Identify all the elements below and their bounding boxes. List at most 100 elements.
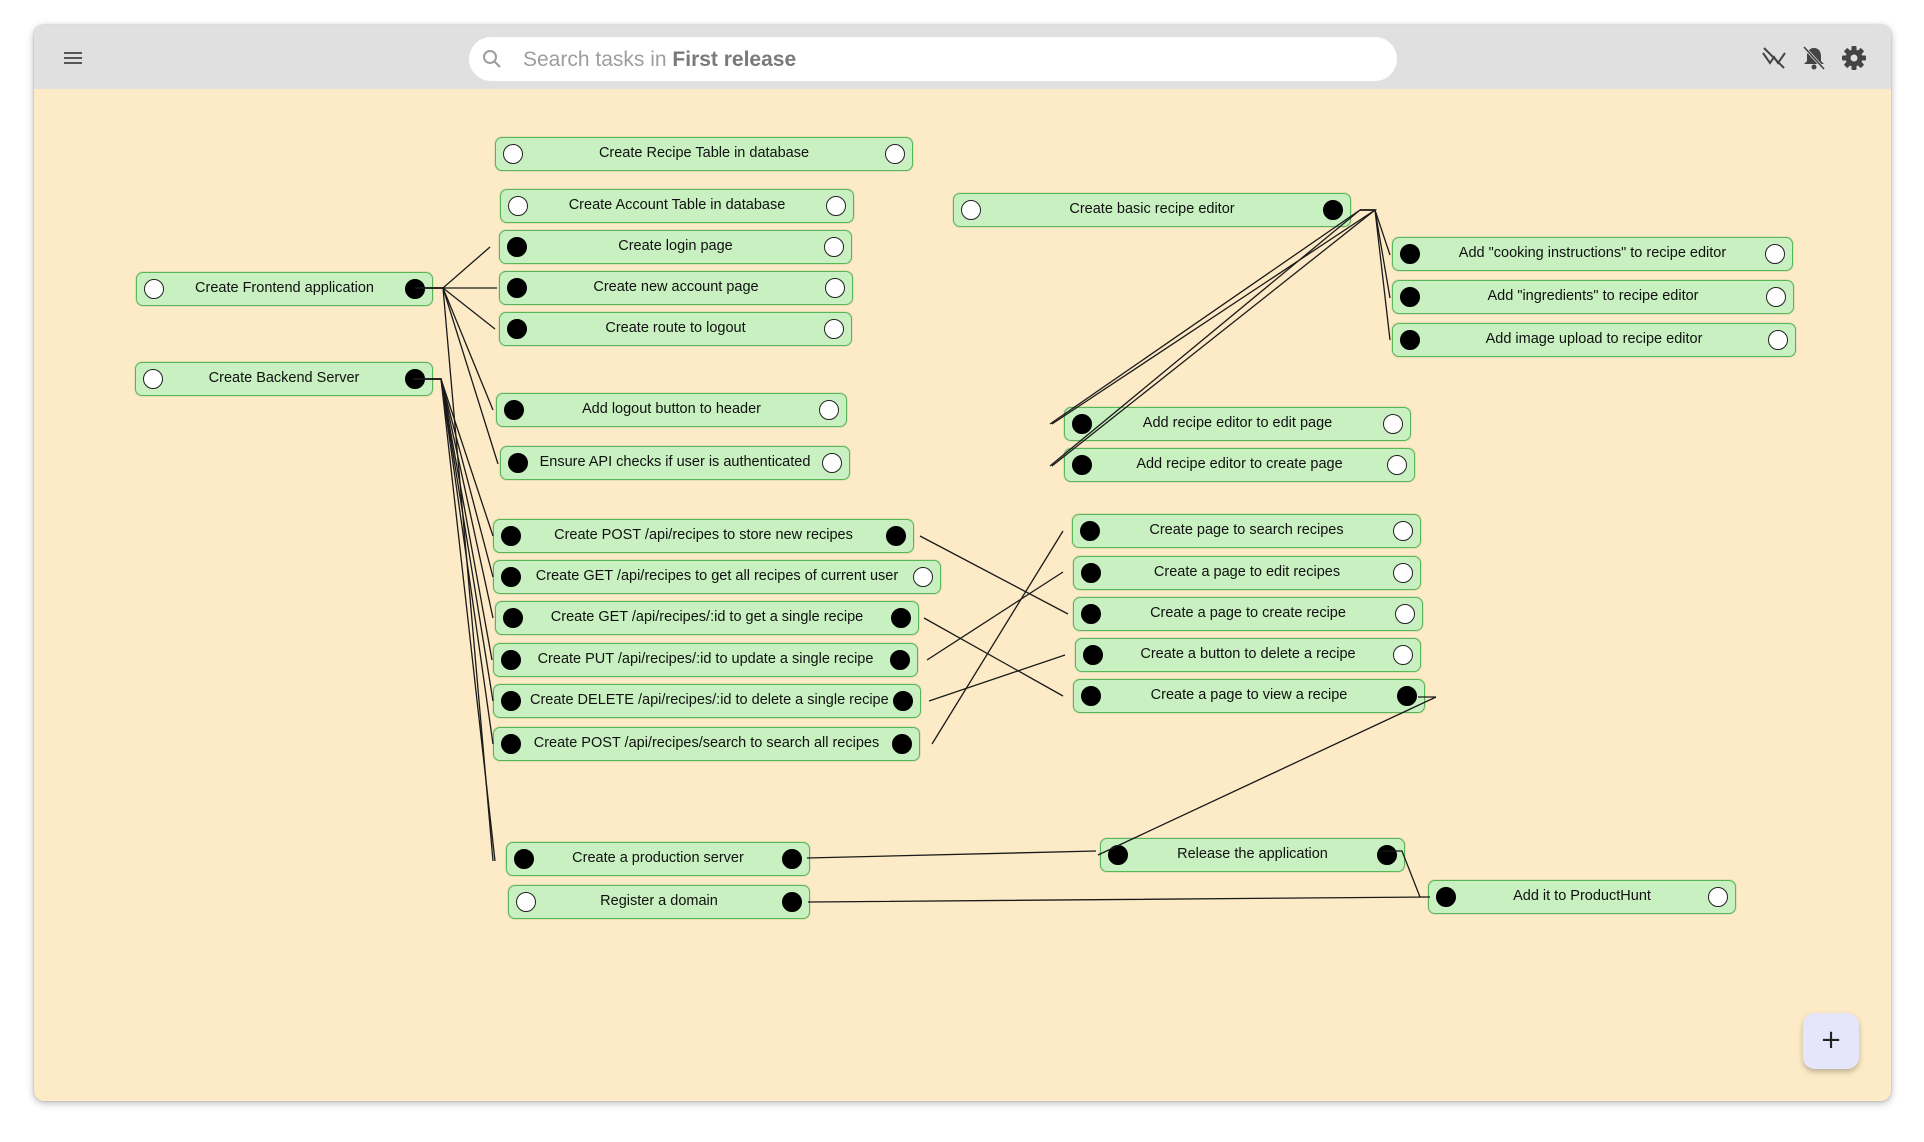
task-node-release[interactable]: Release the application — [1100, 838, 1405, 872]
task-node-prod-server[interactable]: Create a production server — [506, 842, 810, 876]
task-input-port[interactable] — [1081, 604, 1101, 624]
task-input-port[interactable] — [503, 608, 523, 628]
task-node-cooking-instructions[interactable]: Add "cooking instructions" to recipe edi… — [1392, 237, 1793, 271]
task-node-domain[interactable]: Register a domain — [508, 885, 810, 919]
task-output-port[interactable] — [913, 567, 933, 587]
task-input-port[interactable] — [503, 144, 523, 164]
task-input-port[interactable] — [1083, 645, 1103, 665]
task-input-port[interactable] — [507, 278, 527, 298]
task-input-port[interactable] — [504, 400, 524, 420]
task-output-port[interactable] — [1387, 455, 1407, 475]
task-output-port[interactable] — [405, 279, 425, 299]
task-output-port[interactable] — [1766, 287, 1786, 307]
task-input-port[interactable] — [1400, 244, 1420, 264]
task-output-port[interactable] — [1397, 686, 1417, 706]
task-node-editor-create-page[interactable]: Add recipe editor to create page — [1064, 448, 1415, 482]
task-output-port[interactable] — [890, 650, 910, 670]
task-input-port[interactable] — [507, 237, 527, 257]
task-input-port[interactable] — [1072, 455, 1092, 475]
task-input-port[interactable] — [508, 453, 528, 473]
task-output-port[interactable] — [824, 319, 844, 339]
task-input-port[interactable] — [501, 691, 521, 711]
task-input-port[interactable] — [501, 734, 521, 754]
task-node-frontend[interactable]: Create Frontend application — [136, 272, 433, 306]
task-node-ingredients[interactable]: Add "ingredients" to recipe editor — [1392, 280, 1794, 314]
task-label: Add image upload to recipe editor — [1485, 331, 1703, 347]
task-node-put-recipe[interactable]: Create PUT /api/recipes/:id to update a … — [493, 643, 918, 677]
add-task-button[interactable]: + — [1803, 1013, 1859, 1069]
task-output-port[interactable] — [892, 734, 912, 754]
task-node-search-page[interactable]: Create page to search recipes — [1072, 514, 1421, 548]
task-node-view-page[interactable]: Create a page to view a recipe — [1073, 679, 1425, 713]
task-node-route-logout[interactable]: Create route to logout — [499, 312, 852, 346]
task-input-port[interactable] — [508, 196, 528, 216]
task-output-port[interactable] — [1323, 200, 1343, 220]
task-node-delete-recipe[interactable]: Create DELETE /api/recipes/:id to delete… — [493, 684, 921, 718]
task-input-port[interactable] — [1400, 330, 1420, 350]
task-node-account-table[interactable]: Create Account Table in database — [500, 189, 854, 223]
menu-icon[interactable] — [58, 43, 88, 73]
task-output-port[interactable] — [1393, 563, 1413, 583]
task-input-port[interactable] — [1081, 563, 1101, 583]
gear-icon[interactable] — [1840, 44, 1868, 72]
task-node-backend[interactable]: Create Backend Server — [135, 362, 433, 396]
task-input-port[interactable] — [501, 526, 521, 546]
task-output-port[interactable] — [1765, 244, 1785, 264]
task-output-port[interactable] — [822, 453, 842, 473]
task-input-port[interactable] — [516, 892, 536, 912]
task-node-recipe-editor[interactable]: Create basic recipe editor — [953, 193, 1351, 227]
task-input-port[interactable] — [501, 650, 521, 670]
task-output-port[interactable] — [819, 400, 839, 420]
task-node-search-recipes[interactable]: Create POST /api/recipes/search to searc… — [493, 727, 920, 761]
task-input-port[interactable] — [961, 200, 981, 220]
task-input-port[interactable] — [1081, 686, 1101, 706]
task-output-port[interactable] — [886, 526, 906, 546]
task-input-port[interactable] — [144, 279, 164, 299]
task-input-port[interactable] — [1108, 845, 1128, 865]
network-icon[interactable] — [1760, 44, 1788, 72]
task-output-port[interactable] — [1393, 645, 1413, 665]
task-node-editor-edit-page[interactable]: Add recipe editor to edit page — [1064, 407, 1411, 441]
task-output-port[interactable] — [405, 369, 425, 389]
task-input-port[interactable] — [514, 849, 534, 869]
search-placeholder[interactable]: Search tasks in First release — [523, 48, 796, 72]
task-node-post-recipes[interactable]: Create POST /api/recipes to store new re… — [493, 519, 914, 553]
task-output-port[interactable] — [1393, 521, 1413, 541]
task-output-port[interactable] — [782, 892, 802, 912]
task-output-port[interactable] — [782, 849, 802, 869]
task-node-get-recipe[interactable]: Create GET /api/recipes/:id to get a sin… — [495, 601, 919, 635]
task-node-get-recipes[interactable]: Create GET /api/recipes to get all recip… — [493, 560, 941, 594]
bell-off-icon[interactable] — [1800, 44, 1828, 72]
task-node-create-page[interactable]: Create a page to create recipe — [1073, 597, 1423, 631]
task-output-port[interactable] — [1377, 845, 1397, 865]
task-output-port[interactable] — [885, 144, 905, 164]
task-node-login-page[interactable]: Create login page — [499, 230, 852, 264]
task-label: Register a domain — [600, 893, 718, 909]
task-node-logout-button[interactable]: Add logout button to header — [496, 393, 847, 427]
task-input-port[interactable] — [1072, 414, 1092, 434]
task-output-port[interactable] — [891, 608, 911, 628]
task-node-image-upload[interactable]: Add image upload to recipe editor — [1392, 323, 1796, 357]
task-output-port[interactable] — [824, 237, 844, 257]
task-input-port[interactable] — [507, 319, 527, 339]
task-node-delete-button[interactable]: Create a button to delete a recipe — [1075, 638, 1421, 672]
task-node-producthunt[interactable]: Add it to ProductHunt — [1428, 880, 1736, 914]
task-input-port[interactable] — [1436, 887, 1456, 907]
task-output-port[interactable] — [825, 278, 845, 298]
task-node-new-account-page[interactable]: Create new account page — [499, 271, 853, 305]
task-input-port[interactable] — [1080, 521, 1100, 541]
task-input-port[interactable] — [143, 369, 163, 389]
task-node-recipe-table[interactable]: Create Recipe Table in database — [495, 137, 913, 171]
task-node-edit-page[interactable]: Create a page to edit recipes — [1073, 556, 1421, 590]
task-output-port[interactable] — [1768, 330, 1788, 350]
task-input-port[interactable] — [501, 567, 521, 587]
task-node-api-auth[interactable]: Ensure API checks if user is authenticat… — [500, 446, 850, 480]
task-output-port[interactable] — [1395, 604, 1415, 624]
task-output-port[interactable] — [893, 691, 913, 711]
search-bar[interactable]: Search tasks in First release — [469, 37, 1397, 81]
task-output-port[interactable] — [1708, 887, 1728, 907]
task-input-port[interactable] — [1400, 287, 1420, 307]
task-output-port[interactable] — [1383, 414, 1403, 434]
task-output-port[interactable] — [826, 196, 846, 216]
